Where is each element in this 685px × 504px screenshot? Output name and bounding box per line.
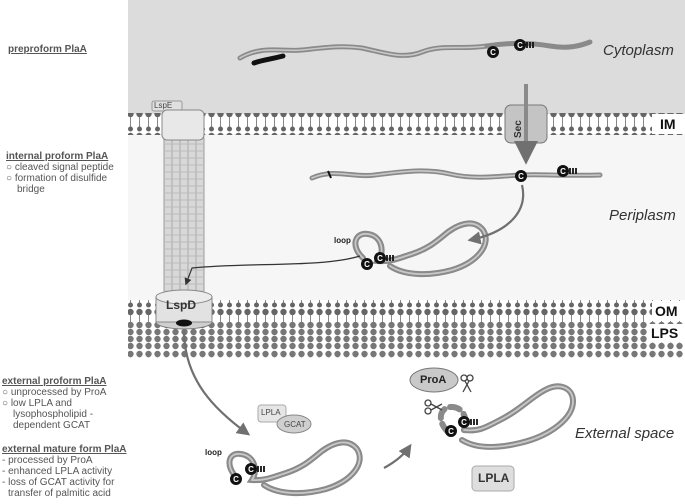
- cysteine-label: C: [518, 172, 524, 181]
- lspd-label: LspD: [166, 298, 196, 312]
- lspd-channel: [163, 137, 205, 299]
- lpla-big-box: [471, 465, 515, 492]
- label-external-mature-item: - loss of GCAT activity for transfer of …: [2, 477, 115, 499]
- lspd-pore: [176, 319, 192, 327]
- label-external-mature: external mature form PlaA - processed by…: [2, 444, 128, 499]
- cysteine-label: C: [560, 167, 566, 176]
- protein-internal-proform: [309, 168, 603, 181]
- cysteine-marker: [514, 39, 526, 51]
- cysteine-label: C: [448, 427, 454, 436]
- cysteine-marker: [245, 463, 257, 475]
- scissors-icon: [424, 399, 443, 415]
- sec-label: Sec: [513, 120, 524, 138]
- lpla-small-label: LPLA: [261, 408, 281, 417]
- label-external-proform-title: external proform PlaA: [2, 376, 107, 387]
- lspe-transporter: [161, 109, 205, 141]
- cysteine-label: C: [461, 418, 467, 427]
- lps-layer: [128, 322, 685, 358]
- membrane-om-label: OM: [655, 303, 678, 319]
- cysteine-label: C: [377, 254, 383, 263]
- proa-enzyme: [409, 367, 459, 393]
- label-preproform: preproform PlaA: [8, 44, 87, 55]
- protein-preproform: [237, 39, 593, 66]
- protein-folded-periplasm: [352, 220, 489, 278]
- label-internal-item: ○ formation of disulfide bridge: [6, 173, 108, 195]
- arrow-periplasm-fold: [467, 184, 525, 245]
- proa-label: ProA: [420, 374, 447, 386]
- cysteine-label: C: [248, 465, 254, 474]
- inner-membrane: [128, 113, 685, 135]
- cysteine-label: C: [233, 475, 239, 484]
- cysteine-marker: [557, 165, 569, 177]
- lspe-label: LspE: [154, 101, 173, 110]
- label-external-proform-item: ○ unprocessed by ProA: [2, 387, 107, 398]
- gcat-enzyme: [276, 414, 312, 434]
- lpla-small-box: [257, 404, 287, 423]
- cysteine-marker: [487, 46, 499, 58]
- region-periplasm: Periplasm: [609, 207, 676, 224]
- arrow-to-lspd: [184, 255, 361, 286]
- label-internal-title: internal proform PlaA: [6, 151, 109, 162]
- cysteine-label: C: [490, 48, 496, 57]
- cysteine-label: C: [517, 41, 523, 50]
- cysteine-marker: [458, 416, 470, 428]
- label-external-mature-title: external mature form PlaA: [2, 444, 127, 455]
- outer-membrane: [128, 300, 685, 322]
- cysteine-marker: [445, 425, 457, 437]
- label-internal-proform: internal proform PlaA ○ cleaved signal p…: [6, 151, 126, 195]
- loop-label-external: loop: [205, 448, 222, 457]
- cysteine-marker: [374, 252, 386, 264]
- arrow-secretion: [182, 329, 251, 436]
- label-internal-item: ○ cleaved signal peptide: [6, 162, 114, 173]
- lpla-big-label: LPLA: [478, 471, 510, 485]
- label-external-mature-item: - enhanced LPLA activity: [2, 466, 113, 477]
- protein-mature: [437, 383, 576, 450]
- loop-label-periplasm: loop: [334, 236, 351, 245]
- label-external-mature-item: - processed by ProA: [2, 455, 93, 466]
- cysteine-marker: [230, 473, 242, 485]
- cysteine-marker: [515, 170, 527, 182]
- membrane-lps-label: LPS: [651, 325, 679, 341]
- region-external-space: External space: [575, 425, 675, 442]
- protein-folded-external: [226, 439, 363, 497]
- region-cytoplasm: Cytoplasm: [603, 42, 674, 59]
- membrane-im-label: IM: [660, 116, 676, 132]
- scissors-icon: [460, 374, 474, 393]
- label-external-proform: external proform PlaA ○ unprocessed by P…: [2, 376, 127, 431]
- label-external-proform-item: ○ low LPLA and lysophospholipid - depend…: [2, 398, 94, 431]
- cysteine-label: C: [364, 260, 370, 269]
- cysteine-marker: [361, 258, 373, 270]
- gcat-label: GCAT: [284, 420, 306, 429]
- arrow-processing: [383, 443, 412, 469]
